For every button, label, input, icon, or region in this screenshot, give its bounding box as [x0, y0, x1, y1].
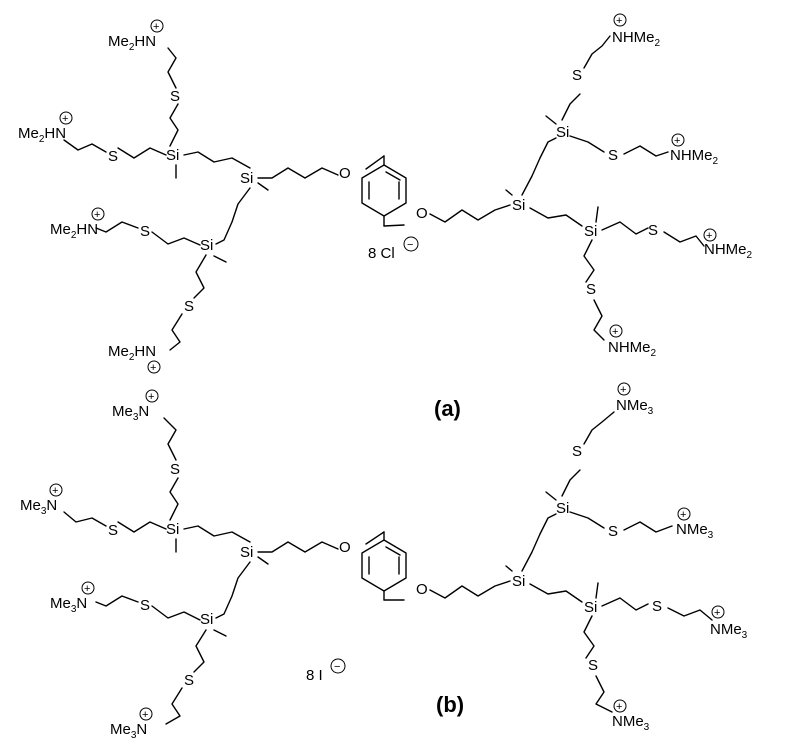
benzene-ring-b [361, 539, 407, 592]
sulfur-lr1-a: S [648, 222, 658, 239]
structure-b: O O Si Si Si Si Si Si S Me3N + S [20, 382, 748, 741]
ammonium-ur2-a: NHMe2 + [670, 133, 719, 167]
sulfur-lr2-a: S [586, 281, 596, 298]
sulfur-ll2-b: S [184, 672, 194, 689]
ammonium-lr2-b: NMe3 + [612, 699, 650, 733]
ammonium-lr1-b: NMe3 + [710, 605, 748, 641]
svg-text:+: + [680, 509, 686, 521]
svg-text:NHMe2: NHMe2 [670, 147, 719, 167]
svg-text:−: − [407, 239, 413, 251]
ammonium-ul1-a: Me2HN + [108, 19, 164, 53]
sulfur-ul2-a: S [108, 148, 118, 165]
ammonium-lr1-a: NHMe2 + [703, 228, 753, 261]
ammonium-ur1-b: NMe3 + [616, 382, 654, 417]
oxygen-upper-b: O [339, 539, 351, 556]
sulfur-ur1-b: S [572, 443, 582, 460]
svg-text:Me2HN: Me2HN [18, 125, 66, 145]
svg-text:+: + [714, 607, 720, 619]
svg-text:+: + [153, 21, 159, 33]
sulfur-lr2-b: S [588, 657, 598, 674]
svg-text:Me3N: Me3N [110, 721, 147, 741]
svg-text:8 Cl: 8 Cl [368, 245, 395, 262]
si-center-left-a: Si [240, 170, 253, 187]
si-lower-left-b: Si [200, 611, 213, 628]
svg-text:+: + [94, 209, 100, 221]
svg-text:NMe3: NMe3 [616, 397, 654, 417]
sulfur-ll1-a: S [140, 223, 150, 240]
svg-text:Me3N: Me3N [50, 595, 87, 615]
svg-text:NHMe2: NHMe2 [608, 339, 657, 359]
svg-text:+: + [620, 384, 626, 396]
counterion-b: 8 I − [306, 658, 346, 684]
svg-text:−: − [334, 661, 340, 673]
ammonium-ll2-a: Me2HN + [108, 343, 161, 374]
ammonium-ll2-b: Me3N + [110, 707, 153, 741]
ammonium-ll1-a: Me2HN + [50, 207, 105, 241]
sulfur-ur1-a: S [572, 67, 582, 84]
svg-text:Me2HN: Me2HN [108, 343, 156, 363]
oxygen-lower-b: O [416, 581, 428, 598]
svg-text:+: + [62, 113, 68, 125]
svg-text:+: + [52, 485, 58, 497]
svg-text:Me2HN: Me2HN [50, 221, 98, 241]
benzene-ring-a [361, 164, 407, 217]
svg-text:+: + [148, 391, 154, 403]
si-center-right-b: Si [512, 573, 525, 590]
si-center-left-b: Si [240, 544, 253, 561]
svg-text:+: + [150, 362, 156, 374]
svg-text:+: + [674, 135, 680, 147]
svg-text:NMe3: NMe3 [612, 713, 650, 733]
si-upper-left-b: Si [166, 521, 179, 538]
sulfur-ur2-a: S [608, 147, 618, 164]
ammonium-ur2-b: NMe3 + [676, 507, 714, 541]
sulfur-ul1-b: S [170, 461, 180, 478]
panel-label-b: (b) [436, 692, 464, 717]
ammonium-ul2-a: Me2HN + [18, 111, 73, 145]
si-upper-right-a: Si [556, 124, 569, 141]
svg-text:NMe3: NMe3 [710, 621, 748, 641]
si-upper-left-a: Si [166, 147, 179, 164]
svg-text:NHMe2: NHMe2 [704, 241, 753, 261]
svg-text:Me3N: Me3N [112, 403, 149, 423]
sulfur-ur2-b: S [608, 523, 618, 540]
ammonium-ur1-a: NHMe2 + [612, 13, 661, 49]
panel-label-a: (a) [434, 396, 461, 421]
svg-text:+: + [142, 709, 148, 721]
svg-text:+: + [706, 230, 712, 242]
sulfur-ll1-b: S [140, 597, 150, 614]
svg-text:+: + [84, 583, 90, 595]
svg-text:8 I: 8 I [306, 667, 323, 684]
si-center-right-a: Si [512, 197, 525, 214]
oxygen-lower-a: O [416, 205, 428, 222]
si-upper-right-b: Si [556, 500, 569, 517]
si-lower-right-a: Si [584, 223, 597, 240]
svg-text:Me2HN: Me2HN [108, 33, 156, 53]
svg-text:Me3N: Me3N [20, 497, 57, 517]
si-lower-right-b: Si [584, 599, 597, 616]
svg-text:NMe3: NMe3 [676, 521, 714, 541]
sulfur-lr1-b: S [652, 598, 662, 615]
ammonium-ul1-b: Me3N + [112, 389, 159, 423]
oxygen-upper-a: O [339, 165, 351, 182]
structure-a: O O Si Si Si Si Si Si S Me2HN [18, 13, 753, 421]
svg-text:+: + [612, 326, 618, 338]
sulfur-ul2-b: S [108, 522, 118, 539]
ammonium-ll1-b: Me3N + [50, 581, 95, 615]
ammonium-lr2-a: NHMe2 + [608, 324, 657, 359]
si-lower-left-a: Si [200, 237, 213, 254]
sulfur-ul1-a: S [170, 88, 180, 105]
svg-text:NHMe2: NHMe2 [612, 29, 661, 49]
svg-text:+: + [616, 701, 622, 713]
svg-text:+: + [616, 15, 622, 27]
counterion-a: 8 Cl − [368, 236, 419, 262]
sulfur-ll2-a: S [184, 298, 194, 315]
ammonium-ul2-b: Me3N + [20, 483, 63, 517]
